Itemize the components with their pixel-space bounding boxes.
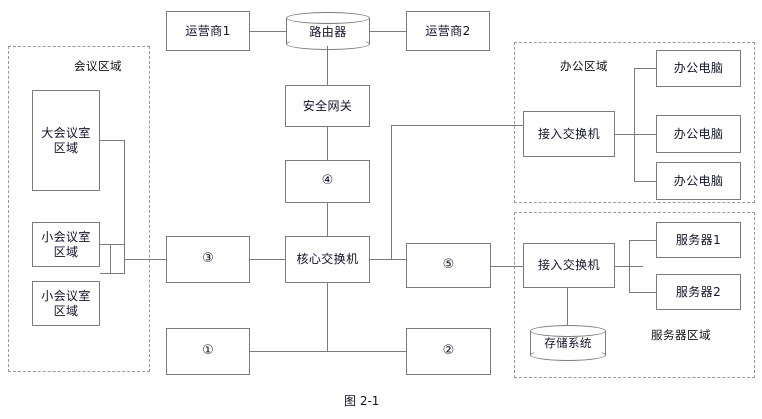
node-core-switch[interactable]: 核心交换机 [285, 236, 370, 283]
node-server-2-label: 服务器2 [675, 284, 722, 299]
link-gateway-node4 [327, 127, 329, 160]
zone-office-area [514, 42, 755, 203]
node-router-label: 路由器 [309, 24, 347, 39]
router-cylinder-bottom [286, 38, 370, 50]
node-isp2-label: 运营商2 [425, 23, 471, 38]
node-isp1-label: 运营商1 [185, 23, 231, 38]
link-big-room-to-bus [100, 140, 125, 142]
link-office-pc3 [634, 181, 656, 183]
node-server-access-switch-label: 接入交换机 [537, 258, 600, 272]
node-server-2[interactable]: 服务器2 [656, 274, 741, 310]
node-office-access-switch[interactable]: 接入交换机 [523, 111, 615, 157]
link-small-room1-to-bus [100, 244, 125, 246]
node-blank-5[interactable]: ⑤ [406, 243, 491, 288]
link-conference-bus-to-node3 [124, 259, 167, 261]
link-node3-core-switch [250, 259, 286, 261]
link-core-switch-bottom-bus [327, 283, 329, 352]
router-cylinder-top [286, 12, 370, 24]
node-server-1[interactable]: 服务器1 [656, 222, 741, 258]
link-office-switch-to-pc-bus [615, 134, 648, 136]
node-office-pc-3-label: 办公电脑 [673, 173, 724, 188]
link-conference-bus-vertical [124, 140, 126, 273]
node-blank-3[interactable]: ③ [166, 236, 250, 283]
node-blank-1[interactable]: ① [166, 328, 250, 375]
zone-conference-area [8, 46, 150, 372]
node-server-access-switch[interactable]: 接入交换机 [523, 243, 615, 288]
node-small-meeting-room-1-line2: 区域 [53, 244, 79, 259]
node-small-meeting-room-1[interactable]: 小会议室 区域 [32, 222, 100, 267]
link-router-gateway [327, 46, 329, 85]
link-server-switch-to-storage [567, 288, 569, 328]
node-office-access-switch-label: 接入交换机 [537, 126, 600, 141]
link-office-pc1 [634, 68, 656, 70]
node-isp2[interactable]: 运营商2 [406, 11, 490, 51]
link-riser-to-office [391, 125, 393, 260]
node-isp1[interactable]: 运营商1 [166, 11, 250, 51]
zone-office-area-label: 办公区域 [560, 59, 608, 73]
node-small-meeting-room-1-line1: 小会议室 [41, 229, 91, 244]
node-office-pc-3[interactable]: 办公电脑 [656, 162, 741, 200]
node-core-switch-label: 核心交换机 [296, 252, 359, 266]
node-office-pc-1[interactable]: 办公电脑 [656, 50, 741, 87]
link-server2 [629, 292, 656, 294]
link-core-switch-node5 [370, 259, 406, 261]
node-blank-3-label: ③ [202, 251, 214, 267]
link-riser-to-office-switch [391, 125, 523, 127]
node-blank-4[interactable]: ④ [285, 160, 370, 203]
node-office-pc-2-label: 办公电脑 [673, 126, 724, 141]
link-node1-to-node2-bus [250, 351, 407, 353]
node-security-gateway-label: 安全网关 [302, 98, 353, 113]
link-server1 [629, 240, 656, 242]
node-security-gateway[interactable]: 安全网关 [285, 85, 370, 127]
link-server-bus-vertical [629, 240, 631, 293]
link-small-room2-to-bus [100, 273, 125, 275]
node-small-meeting-room-2-line2: 区域 [53, 303, 79, 318]
node-server-1-label: 服务器1 [675, 232, 722, 247]
storage-cylinder-top [530, 325, 606, 337]
node-office-pc-1-label: 办公电脑 [673, 61, 724, 75]
node-storage-system[interactable]: 存储系统 [530, 325, 606, 361]
node-blank-1-label: ① [202, 343, 214, 359]
node-small-meeting-room-2-line1: 小会议室 [41, 288, 91, 303]
link-node4-core-switch [327, 203, 329, 236]
link-router-isp2 [370, 31, 406, 33]
node-blank-5-label: ⑤ [442, 257, 455, 273]
node-big-meeting-room-line1: 大会议室 [41, 125, 91, 140]
node-big-meeting-room-line2: 区域 [53, 140, 79, 155]
node-office-pc-2[interactable]: 办公电脑 [656, 115, 741, 153]
figure-caption: 图 2-1 [344, 394, 380, 408]
node-big-meeting-room[interactable]: 大会议室 区域 [32, 90, 100, 191]
zone-server-area-label: 服务器区域 [651, 328, 711, 342]
node-blank-2-label: ② [442, 343, 455, 359]
node-router[interactable]: 路由器 [286, 12, 370, 50]
link-office-pc2 [634, 134, 656, 136]
node-storage-system-label: 存储系统 [544, 336, 592, 350]
node-blank-4-label: ④ [321, 173, 334, 189]
link-node5-server-switch [491, 266, 523, 268]
zone-conference-area-label: 会议区域 [74, 59, 122, 73]
link-isp1-router [250, 31, 286, 33]
node-small-meeting-room-2[interactable]: 小会议室 区域 [32, 281, 100, 326]
link-office-pc-bus-vertical [634, 68, 636, 181]
storage-cylinder-bottom [530, 349, 606, 361]
link-conference-bus-stub [110, 244, 112, 274]
node-blank-2[interactable]: ② [406, 328, 491, 375]
zone-server-area [514, 212, 755, 378]
